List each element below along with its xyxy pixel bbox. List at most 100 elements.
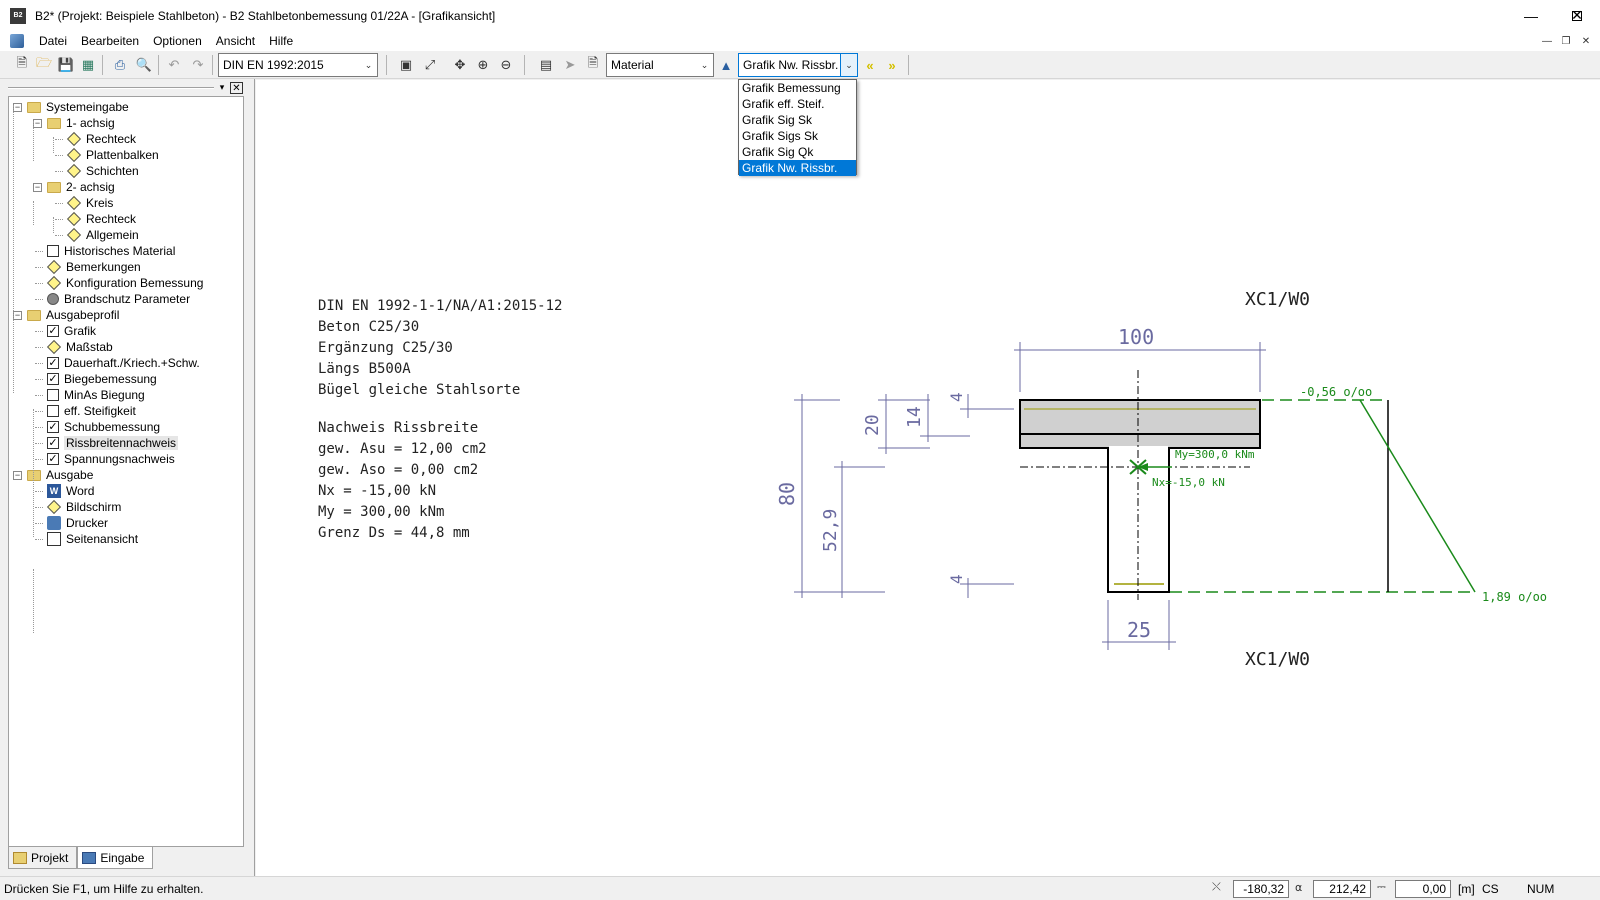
tree-expander[interactable]: − xyxy=(13,470,22,480)
tree-item[interactable]: Allgemein xyxy=(66,227,139,243)
tree-item[interactable]: ✓Dauerhaft./Kriech.+Schw. xyxy=(47,355,200,371)
tree-item[interactable]: Ausgabe xyxy=(27,467,93,483)
mdi-minimize-button[interactable]: — xyxy=(1539,34,1555,48)
checkbox-checked-icon[interactable]: ✓ xyxy=(47,373,59,385)
z-coordinate-field: 0,00 xyxy=(1395,880,1451,898)
tree-expander[interactable]: − xyxy=(13,310,22,320)
document-icon[interactable] xyxy=(10,34,24,48)
norm-combo[interactable]: DIN EN 1992:2015 ⌄ xyxy=(218,53,378,77)
menu-optionen[interactable]: Optionen xyxy=(153,34,202,48)
checkbox-unchecked-icon[interactable] xyxy=(47,389,59,401)
tree-item[interactable]: Kreis xyxy=(66,195,113,211)
new-button[interactable]: 🗎 xyxy=(12,55,32,75)
checkbox-checked-icon[interactable]: ✓ xyxy=(47,357,59,369)
redo-button[interactable]: ↷ xyxy=(188,55,208,75)
view-settings-button[interactable]: ▤ xyxy=(536,55,556,75)
dropdown-item-grafik-eff-steif[interactable]: Grafik eff. Steif. xyxy=(742,97,825,111)
tree-expander[interactable]: − xyxy=(33,118,42,128)
minimize-button[interactable]: — xyxy=(1508,0,1554,31)
dim-cover-top: 4 xyxy=(947,392,966,402)
mdi-close-button[interactable]: ✕ xyxy=(1578,34,1594,48)
material-combo[interactable]: Material ⌄ xyxy=(606,53,714,77)
tree-item[interactable]: Schichten xyxy=(66,163,139,179)
cursor-button[interactable]: ➤ xyxy=(560,55,580,75)
checkbox-unchecked-icon[interactable] xyxy=(47,405,59,417)
chevron-down-icon[interactable]: ⌄ xyxy=(700,59,709,70)
tree-item[interactable]: Bildschirm xyxy=(46,499,121,515)
tree-item[interactable]: Bemerkungen xyxy=(46,259,141,275)
tree-item[interactable]: Konfiguration Bemessung xyxy=(46,275,203,291)
tree-item[interactable]: ✓Rissbreitennachweis xyxy=(47,435,179,451)
num-indicator: NUM xyxy=(1527,882,1555,896)
grafik-combo[interactable]: Grafik Nw. Rissbr. ⌄ xyxy=(738,53,858,77)
checkbox-checked-icon[interactable]: ✓ xyxy=(47,437,59,449)
zoom-in-button[interactable]: ⊕ xyxy=(473,55,493,75)
checkbox-checked-icon[interactable]: ✓ xyxy=(47,453,59,465)
panel-splitter[interactable] xyxy=(250,79,255,876)
panel-close-button[interactable]: ✕ xyxy=(230,82,243,94)
tree-expander[interactable]: − xyxy=(13,102,22,112)
print-preview-button[interactable]: 🔍 xyxy=(134,55,154,75)
save-button[interactable]: 💾 xyxy=(56,55,76,75)
tree-item[interactable]: Ausgabeprofil xyxy=(27,307,119,323)
tab-eingabe[interactable]: Eingabe xyxy=(77,847,154,869)
export-button[interactable]: ▦ xyxy=(78,55,98,75)
tree-item[interactable]: 2- achsig xyxy=(47,179,115,195)
tree-item[interactable]: MinAs Biegung xyxy=(47,387,145,403)
zoom-out-button[interactable]: ⊖ xyxy=(496,55,516,75)
tab-projekt[interactable]: Projekt xyxy=(8,847,78,869)
dropdown-item-grafik-sig-sk[interactable]: Grafik Sig Sk xyxy=(742,113,813,127)
checkbox-checked-icon[interactable]: ✓ xyxy=(47,325,59,337)
zoom-window-button[interactable]: ▣ xyxy=(396,55,416,75)
tree-item[interactable]: Plattenbalken xyxy=(66,147,159,163)
dropdown-item-grafik-sigs-sk[interactable]: Grafik Sigs Sk xyxy=(742,129,819,143)
pin-button[interactable]: ▾ xyxy=(216,82,228,94)
tree-item[interactable]: Drucker xyxy=(47,515,108,531)
chevron-down-icon[interactable]: ⌄ xyxy=(364,59,373,70)
previous-button[interactable]: « xyxy=(860,55,880,75)
z-coordinate-icon: ⎓ xyxy=(1377,881,1386,893)
maximize-button[interactable] xyxy=(1554,0,1600,31)
tree-item[interactable]: ✓Spannungsnachweis xyxy=(47,451,175,467)
tree-item[interactable]: eff. Steifigkeit xyxy=(47,403,136,419)
menu-hilfe[interactable]: Hilfe xyxy=(269,34,294,48)
tree-item[interactable]: ✓Biegebemessung xyxy=(47,371,157,387)
zoom-extents-icon: ⤢ xyxy=(424,57,436,72)
paint-button[interactable]: ▲ xyxy=(716,55,736,75)
report-button[interactable]: 🗎 xyxy=(583,55,603,75)
checkbox-unchecked-icon[interactable] xyxy=(47,245,59,257)
minimize-icon: — xyxy=(1524,7,1538,24)
tree-item[interactable]: Maßstab xyxy=(46,339,113,355)
tree-item[interactable]: ✓ Grafik xyxy=(47,323,96,339)
tree-item[interactable]: Historisches Material xyxy=(47,243,175,259)
undo-button[interactable]: ↶ xyxy=(164,55,184,75)
mdi-restore-button[interactable]: ❐ xyxy=(1558,34,1574,48)
zoom-extents-button[interactable]: ⤢ xyxy=(420,55,440,75)
tree-item-label: Grafik xyxy=(64,324,97,338)
tree-item-label: Historisches Material xyxy=(64,244,176,258)
open-button[interactable]: 🗁 xyxy=(34,55,54,75)
menu-ansicht[interactable]: Ansicht xyxy=(215,34,256,48)
pan-button[interactable]: ✥ xyxy=(450,55,470,75)
close-button[interactable]: ✕ xyxy=(1554,0,1600,31)
menu-datei[interactable]: Datei xyxy=(39,34,68,48)
tree-item[interactable]: 1- achsig xyxy=(47,115,115,131)
tree-item[interactable]: Seitenansicht xyxy=(47,531,138,547)
dropdown-item-grafik-bemessung[interactable]: Grafik Bemessung xyxy=(742,81,841,95)
next-button[interactable]: » xyxy=(882,55,902,75)
tree-item[interactable]: Brandschutz Parameter xyxy=(47,291,190,307)
dropdown-item-grafik-sig-qk[interactable]: Grafik Sig Qk xyxy=(742,145,814,159)
tree-item[interactable]: ✓Schubbemessung xyxy=(47,419,160,435)
print-button[interactable]: ⎙ xyxy=(110,55,130,75)
menu-bearbeiten[interactable]: Bearbeiten xyxy=(81,34,140,48)
dropdown-item-grafik-nw-rissbr[interactable]: Grafik Nw. Rissbr. xyxy=(739,160,856,176)
chevron-down-icon[interactable]: ⌄ xyxy=(840,54,857,76)
tree-item[interactable]: Rechteck xyxy=(66,211,136,227)
project-icon xyxy=(13,851,27,864)
checkbox-checked-icon[interactable]: ✓ xyxy=(47,421,59,433)
tree-item[interactable]: Rechteck xyxy=(66,131,136,147)
tree-expander[interactable]: − xyxy=(33,182,42,192)
tree-item[interactable]: Systemeingabe xyxy=(27,99,129,115)
